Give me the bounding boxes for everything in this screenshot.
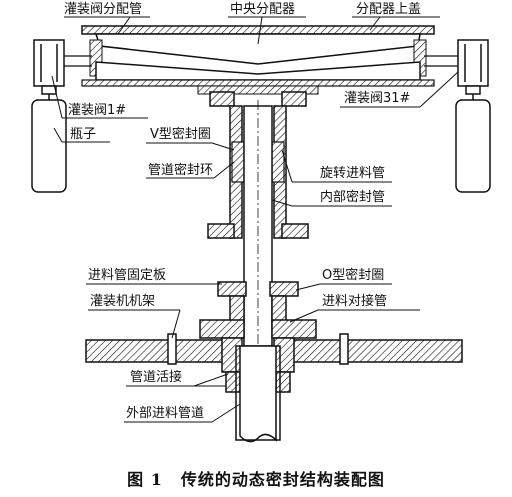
- filling-machine-frame: [85, 333, 463, 365]
- label-filling-valve-1: 灌装阀1#: [68, 103, 127, 118]
- filling-valve-right: [455, 39, 491, 193]
- figure-number: 图 1: [127, 470, 163, 489]
- label-distributor-top-cover: 分配器上盖: [356, 2, 422, 17]
- inner-seal-pipe: [243, 100, 273, 440]
- figure-caption-text: 传统的动态密封结构装配图: [180, 470, 385, 489]
- label-v-seal-ring: V型密封圈: [150, 127, 211, 142]
- label-rotating-feed-pipe: 旋转进料管: [320, 166, 386, 181]
- label-feed-pipe-fixing-plate: 进料管固定板: [88, 268, 167, 283]
- label-pipe-live-joint: 管道活接: [130, 370, 183, 385]
- label-filling-valve-distribution-pipe: 灌装阀分配管: [64, 2, 143, 17]
- label-bottle: 瓶子: [70, 127, 97, 142]
- filling-valve-left: [31, 39, 67, 193]
- label-feed-butt-pipe: 进料对接管: [322, 294, 388, 309]
- label-o-seal-ring: O型密封圈: [322, 268, 385, 283]
- label-filling-machine-frame: 灌装机机架: [90, 294, 156, 309]
- seal-rings: [231, 141, 285, 183]
- label-central-distributor: 中央分配器: [230, 2, 296, 17]
- external-feed-pipe: [235, 345, 281, 443]
- label-filling-valve-31: 灌装阀31#: [344, 91, 411, 106]
- feed-pipe-fixing-plate: [199, 281, 317, 339]
- label-pipe-seal-ring: 管道密封环: [148, 163, 214, 178]
- label-external-feed-pipe: 外部进料管道: [126, 406, 205, 421]
- label-inner-seal-pipe: 内部密封管: [320, 190, 386, 205]
- figure-caption: 图 1 传统的动态密封结构装配图: [0, 466, 512, 490]
- central-distributor-shape: [81, 25, 435, 95]
- leader-lines: [51, 16, 459, 423]
